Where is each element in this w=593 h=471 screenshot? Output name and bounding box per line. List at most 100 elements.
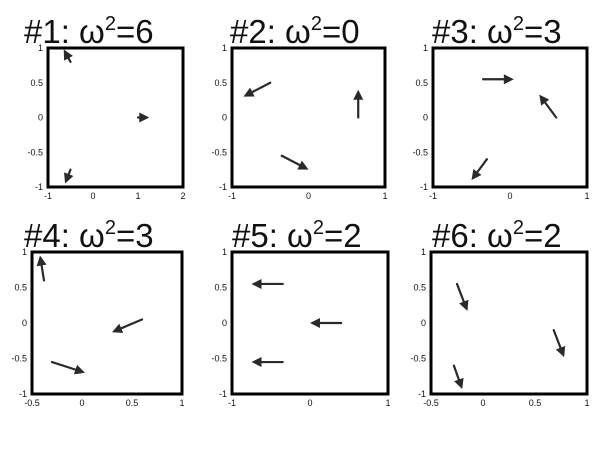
- plot-frame: [230, 46, 387, 189]
- y-tick-label: 0.5: [30, 78, 43, 88]
- arrow-head: [454, 377, 464, 390]
- x-tick-label: 1: [135, 191, 140, 201]
- y-tick-label: 0.5: [214, 78, 227, 88]
- plot-frame: [30, 250, 184, 396]
- y-tick-label: 0: [222, 113, 227, 123]
- plot-frame: [429, 250, 589, 396]
- panel-title-sup: 2: [313, 217, 324, 239]
- panel-title-prefix: #3: ω: [432, 13, 513, 50]
- panel-title-sup: 2: [105, 217, 116, 239]
- y-tick-label: 1: [38, 43, 43, 53]
- panel-title-sup: 2: [513, 13, 524, 35]
- arrow-shaft: [40, 264, 46, 282]
- arrow-shaft: [67, 168, 72, 176]
- panel-title: #2: ω2=0: [230, 13, 360, 50]
- quiver-arrow: [481, 74, 514, 85]
- y-tick-label: -0.5: [211, 354, 227, 364]
- plot-frame: [431, 46, 589, 189]
- arrow-head: [64, 172, 74, 184]
- y-tick-label: 1: [222, 43, 227, 53]
- y-tick-label: -1: [418, 389, 426, 399]
- x-tick-label: 0.5: [126, 398, 139, 408]
- y-tick-label: -0.5: [412, 147, 428, 157]
- arrow-shaft: [544, 101, 558, 119]
- x-tick-label: 0: [90, 191, 95, 201]
- arrow-head: [353, 89, 364, 100]
- arrow-shaft: [67, 57, 72, 64]
- y-tick-label: -1: [35, 182, 43, 192]
- quiver-arrow: [36, 255, 47, 282]
- y-tick-label: 1: [222, 247, 227, 257]
- x-tick-label: 0: [307, 398, 312, 408]
- panel-title-prefix: #4: ω: [24, 217, 105, 254]
- y-tick-label: -0.5: [11, 354, 27, 364]
- panel-title-prefix: #2: ω: [230, 13, 311, 50]
- y-tick-label: 0: [421, 318, 426, 328]
- arrow-head: [112, 323, 124, 333]
- quiver-arrow: [552, 329, 566, 358]
- plot-frame: [230, 250, 390, 396]
- y-tick-label: -1: [219, 182, 227, 192]
- y-tick-label: 1: [22, 247, 27, 257]
- x-tick-label: -0.5: [24, 398, 40, 408]
- quiver-arrow: [112, 318, 144, 333]
- x-tick-label: 1: [382, 191, 387, 201]
- y-tick-label: -1: [19, 389, 27, 399]
- panel-title-sup: 2: [513, 217, 524, 239]
- arrow-head: [251, 357, 262, 368]
- y-tick-label: 1: [421, 247, 426, 257]
- panel-title-suffix: =2: [324, 217, 362, 254]
- x-tick-label: -1: [429, 191, 437, 201]
- quiver-arrow: [471, 158, 488, 181]
- x-tick-label: 0.5: [529, 398, 542, 408]
- panel-title-sup: 2: [311, 13, 322, 35]
- y-tick-label: -1: [420, 182, 428, 192]
- arrow-head: [471, 169, 482, 181]
- arrow-shaft: [280, 154, 301, 167]
- quiver-arrow: [539, 94, 558, 119]
- quiver-arrow: [452, 364, 464, 390]
- quiver-arrow: [310, 318, 343, 328]
- y-tick-label: 0.5: [14, 283, 27, 293]
- panel-title: #1: ω2=6: [24, 13, 154, 50]
- arrow-head: [459, 299, 469, 311]
- panel-title-suffix: =2: [524, 217, 562, 254]
- quiver-arrow: [280, 154, 309, 170]
- arrow-head: [539, 94, 550, 106]
- quiver-arrow: [455, 282, 469, 311]
- y-tick-label: 0.5: [214, 283, 227, 293]
- y-tick-label: 0: [38, 113, 43, 123]
- panel-title-prefix: #5: ω: [232, 217, 313, 254]
- y-tick-label: 0.5: [413, 283, 426, 293]
- x-tick-label: 0: [480, 398, 485, 408]
- x-tick-label: -1: [44, 191, 52, 201]
- arrow-head: [297, 160, 309, 170]
- panel-title-suffix: =0: [322, 13, 360, 50]
- x-tick-label: -0.5: [423, 398, 439, 408]
- y-tick-label: -0.5: [410, 354, 426, 364]
- y-tick-label: 0.5: [415, 78, 428, 88]
- arrow-head: [310, 318, 320, 328]
- x-tick-label: 2: [180, 191, 185, 201]
- arrow-head: [555, 345, 566, 358]
- panel-title-sup: 2: [105, 13, 116, 35]
- arrow-head: [251, 278, 262, 289]
- x-tick-label: 0: [79, 398, 84, 408]
- arrow-head: [63, 49, 73, 61]
- arrow-head: [503, 74, 514, 85]
- x-tick-label: 1: [584, 398, 589, 408]
- panel-title-suffix: =3: [116, 217, 154, 254]
- arrow-head: [243, 87, 255, 97]
- arrow-shaft: [120, 318, 144, 330]
- arrow-shaft: [552, 329, 562, 349]
- y-tick-label: -1: [219, 389, 227, 399]
- x-tick-label: 1: [179, 398, 184, 408]
- quiver-arrow: [251, 278, 284, 289]
